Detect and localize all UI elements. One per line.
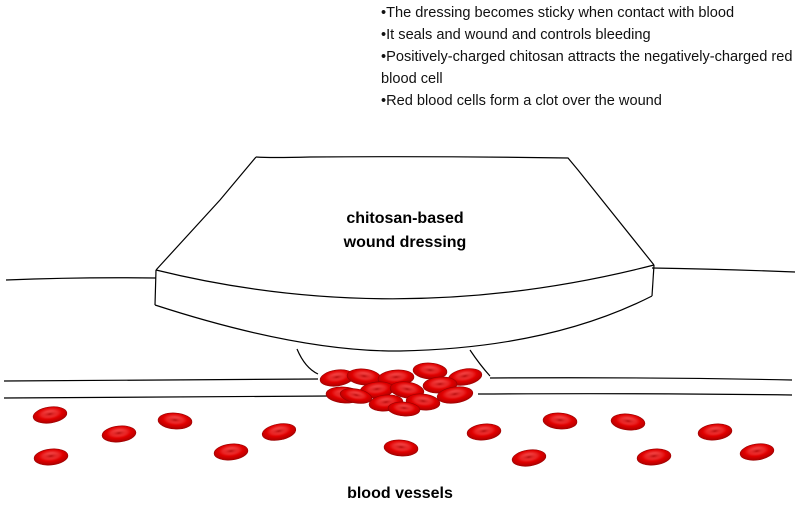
red-blood-cell-dimple xyxy=(445,390,464,398)
vessel-wall-bottom-right xyxy=(477,393,793,396)
dressing-left-slope xyxy=(155,156,257,271)
explanation-list: The dressing becomes sticky when contact… xyxy=(381,2,793,112)
red-blood-cell xyxy=(383,439,419,457)
red-blood-cell-dimple xyxy=(551,416,569,424)
dressing-lower-arc xyxy=(154,295,653,352)
red-blood-cell-dimple xyxy=(42,452,60,460)
skin-surface-right xyxy=(651,267,796,273)
red-blood-cell xyxy=(346,368,382,386)
dressing-right-side xyxy=(651,264,655,297)
skin-surface-left xyxy=(5,277,157,281)
red-blood-cell-dimple xyxy=(475,427,493,435)
red-blood-cell xyxy=(636,448,672,466)
blood-vessels-label: blood vessels xyxy=(347,485,453,502)
red-blood-cell-dimple xyxy=(348,391,365,399)
skin-lines xyxy=(5,267,796,377)
red-blood-cell-dimple xyxy=(414,397,432,405)
dressing-label-line1: chitosan-based xyxy=(346,210,464,227)
red-blood-cell-dimple xyxy=(396,405,413,411)
red-blood-cell-dimple xyxy=(222,447,240,455)
bullet-item: The dressing becomes sticky when contact… xyxy=(381,2,793,24)
red-blood-cell-dimple xyxy=(41,410,59,418)
dressing-left-side xyxy=(154,269,157,306)
dressing-label: chitosan-based wound dressing xyxy=(320,207,490,255)
red-blood-cells xyxy=(32,362,775,467)
red-blood-cell-dimple xyxy=(748,447,766,455)
red-blood-cell-dimple xyxy=(431,380,449,388)
red-blood-cell-dimple xyxy=(392,443,410,451)
dressing-top-edge xyxy=(255,156,655,266)
red-blood-cell xyxy=(261,423,297,441)
vessel-walls xyxy=(3,377,793,399)
red-blood-cell xyxy=(436,386,474,404)
red-blood-cell xyxy=(32,406,68,424)
red-blood-cell xyxy=(447,368,483,386)
red-blood-cell xyxy=(213,443,249,461)
red-blood-cell-dimple xyxy=(328,373,346,381)
red-blood-cell xyxy=(697,423,733,441)
red-blood-cell-dimple xyxy=(270,427,288,435)
red-blood-cell xyxy=(466,423,502,441)
wound-edge-right xyxy=(469,349,491,377)
red-blood-cell xyxy=(387,401,421,417)
red-blood-cell-dimple xyxy=(619,417,637,425)
vessel-wall-top-right xyxy=(489,377,793,381)
red-blood-cell xyxy=(610,413,646,431)
wound-edge-left xyxy=(296,348,319,375)
red-blood-cell-dimple xyxy=(368,385,386,393)
red-blood-cell-dimple xyxy=(355,372,373,380)
red-blood-cell-dimple xyxy=(110,429,128,437)
red-blood-cell xyxy=(101,425,137,443)
red-blood-cell-dimple xyxy=(706,427,724,435)
red-blood-cell-dimple xyxy=(398,385,416,393)
red-blood-cell xyxy=(412,362,448,380)
red-blood-cell xyxy=(739,443,775,461)
vessel-wall-bottom-left xyxy=(3,395,331,399)
red-blood-cell-dimple xyxy=(166,416,184,424)
dressing-upper-arc xyxy=(155,264,655,300)
red-blood-cell-dimple xyxy=(456,372,474,380)
red-blood-cell xyxy=(157,412,193,430)
red-blood-cell xyxy=(511,449,547,467)
red-blood-cell-dimple xyxy=(386,373,405,381)
bullet-item: Positively-charged chitosan attracts the… xyxy=(381,46,793,90)
vessel-wall-top-left xyxy=(3,378,319,382)
bullet-item: It seals and wound and controls bleeding xyxy=(381,24,793,46)
red-blood-cell xyxy=(33,448,69,466)
red-blood-cell xyxy=(542,412,578,430)
red-blood-cell-dimple xyxy=(645,452,663,460)
dressing-shape xyxy=(154,156,655,352)
red-blood-cell-dimple xyxy=(520,453,538,461)
red-blood-cell-dimple xyxy=(421,366,439,374)
dressing-label-line2: wound dressing xyxy=(343,234,467,251)
bullet-item: Red blood cells form a clot over the wou… xyxy=(381,90,793,112)
red-blood-cell xyxy=(339,388,373,404)
red-blood-cell-dimple xyxy=(377,398,395,406)
